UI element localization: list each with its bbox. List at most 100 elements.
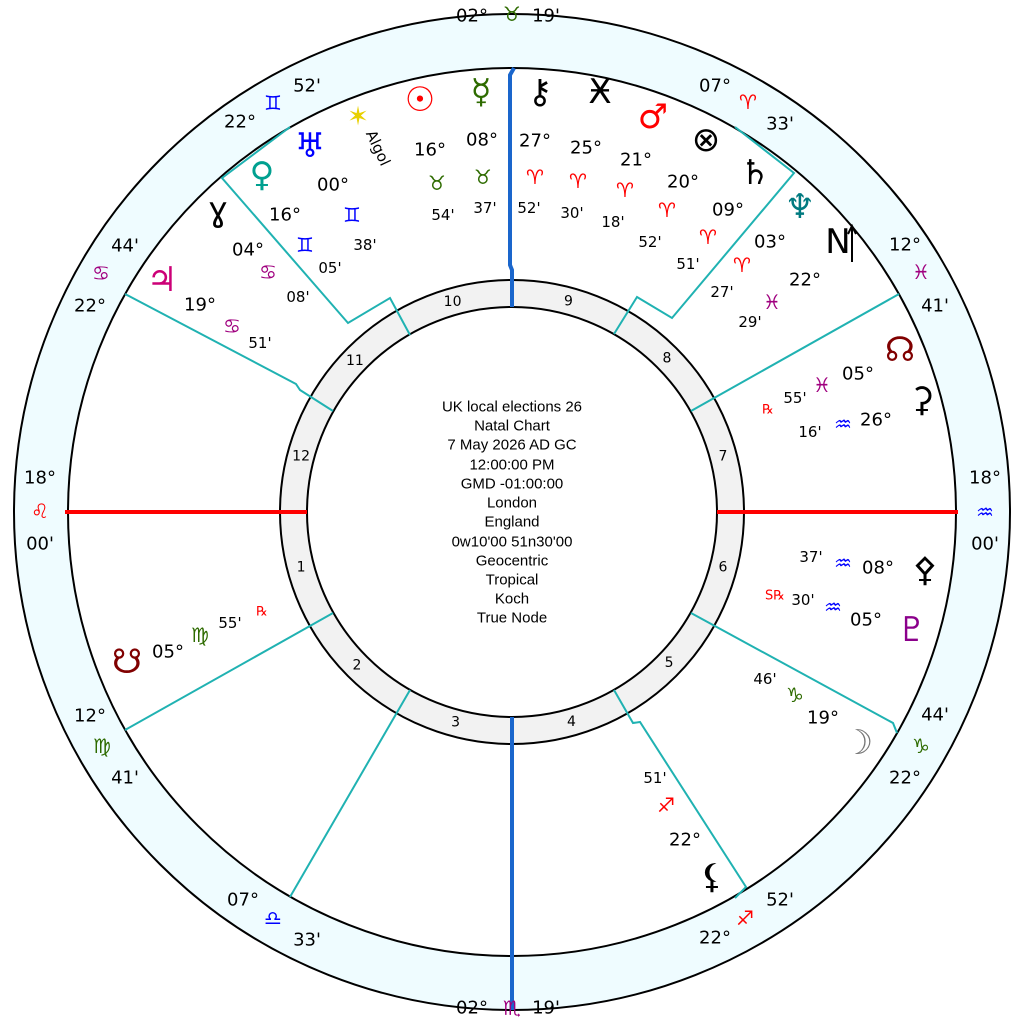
cusp-degree: 22°	[889, 768, 921, 789]
cusp-6-line	[690, 612, 898, 734]
house-number-8: 8	[663, 351, 672, 367]
cusp-label-3: 07° ♎ 33'	[227, 890, 321, 951]
planet-minute: 52'	[638, 233, 661, 251]
cusp-8-line	[690, 293, 900, 412]
cusp-label-12: 22° ♋ 44'	[74, 236, 139, 317]
cusp-degree: 02°	[456, 6, 488, 27]
planet-minute: 51'	[676, 255, 699, 273]
planet-uranus: ♅ 00° ♊ 38'	[295, 126, 377, 254]
cusp-degree: 18°	[969, 468, 1001, 489]
planet-neptune: ♆ 03° ♈ 27'	[710, 187, 815, 301]
cusp-degree: 22°	[224, 112, 256, 133]
saturn-icon: ♄	[740, 153, 770, 193]
cusp-degree: 22°	[699, 928, 731, 949]
aries-icon: ♈	[699, 225, 717, 249]
stationary-retrograde-icon: S℞	[765, 589, 785, 604]
planet-minor-body-4: ɣ 04° ♋ 08'	[208, 190, 310, 306]
capricorn-icon: ♑	[912, 734, 930, 758]
neptune-icon: ♆	[785, 187, 815, 227]
sagittarius-icon: ♐	[657, 793, 675, 817]
planet-minor-body-2: ⚳ 26° ♒ 16'	[798, 380, 934, 441]
chart-city: London	[487, 495, 537, 512]
cusp-label-dsc: 18° ♒ 00'	[969, 468, 1001, 555]
cusp-label-mc: 02° ♉ 19'	[456, 2, 560, 27]
planet-degree: 25°	[570, 138, 602, 159]
house-cusp-lines	[124, 126, 900, 899]
retrograde-icon: ℞	[762, 403, 774, 418]
planet-degree: 21°	[620, 150, 652, 171]
planet-degree: 20°	[667, 172, 699, 193]
taurus-icon: ♉	[428, 171, 446, 195]
scorpio-icon: ♏	[503, 996, 521, 1020]
house-number-5: 5	[665, 655, 674, 671]
planet-minute: 37'	[799, 548, 822, 566]
cusp-label-11: 22° ♊ 52'	[224, 76, 321, 133]
cusp-minute: 41'	[921, 296, 949, 317]
capricorn-icon: ♑	[786, 683, 804, 707]
planet-degree: 16°	[269, 205, 301, 226]
planet-degree: 00°	[317, 175, 349, 196]
cusp-label-5: 22° ♐ 52'	[699, 890, 794, 949]
house-number-3: 3	[451, 715, 460, 731]
cusp-minute: 00'	[971, 534, 999, 555]
chart-perspective: Geocentric	[476, 553, 549, 570]
minor-body-icon: Ӿ	[588, 72, 611, 112]
aries-icon: ♈	[739, 90, 757, 114]
pluto-icon: ♇	[897, 610, 927, 650]
planet-pluto: ♇ 05° ♒ 30' S℞	[765, 589, 927, 651]
house-number-12: 12	[292, 449, 310, 465]
cusp-label-8: 12° ♓ 41'	[889, 235, 949, 317]
cusp-minute: 41'	[111, 768, 139, 789]
house-number-9: 9	[564, 293, 573, 309]
cusp-minute: 33'	[766, 114, 794, 135]
virgo-icon: ♍	[93, 734, 111, 758]
planet-degree: 19°	[184, 295, 216, 316]
gemini-icon: ♊	[296, 233, 314, 257]
cusp-minute: 52'	[766, 890, 794, 911]
chart-house-system: Koch	[495, 591, 529, 608]
planet-minor-body-n: N 22° ♓ 29'	[738, 222, 857, 331]
planet-degree: 05°	[850, 610, 882, 631]
jupiter-icon: ♃	[147, 260, 177, 300]
retrograde-icon: ℞	[256, 605, 268, 620]
cusp-5-line	[613, 689, 748, 899]
planet-degree: 08°	[466, 130, 498, 151]
chart-zodiac: Tropical	[486, 572, 539, 589]
south-node-icon: ☋	[112, 642, 142, 682]
planet-minute: 27'	[710, 283, 733, 301]
planet-minute: 29'	[738, 313, 761, 331]
planet-minute: 05'	[318, 259, 341, 277]
venus-icon: ♀	[250, 155, 275, 195]
planet-moon: ☽ 19° ♑ 46'	[753, 670, 873, 763]
chart-info: UK local elections 26 Natal Chart 7 May …	[442, 399, 582, 627]
pisces-icon: ♓	[912, 260, 930, 284]
n-arrow-icon: N	[825, 222, 850, 262]
aquarius-icon: ♒	[824, 595, 842, 619]
cusp-9-line	[613, 126, 796, 335]
arrow-up-icon	[847, 223, 857, 262]
cusp-labels: 02° ♉ 19' 22° ♊ 52' 22° ♋ 44' 18° ♌ 00' …	[24, 2, 1001, 1020]
chart-date: 7 May 2026 AD GC	[447, 437, 576, 454]
sun-icon: ☉	[405, 80, 435, 120]
pisces-icon: ♓	[763, 290, 781, 314]
cusp-3-line	[289, 689, 411, 898]
planet-minute: 52'	[517, 199, 540, 217]
libra-icon: ♎	[264, 906, 282, 930]
cusp-minute: 44'	[111, 236, 139, 257]
cusp-minute: 44'	[921, 705, 949, 726]
minor-body-3-icon: ⚴	[913, 550, 938, 590]
planet-venus: ♀ 16° ♊ 05'	[250, 155, 342, 277]
planet-chiron: ⚷ 27° ♈ 52'	[517, 72, 552, 217]
house-number-7: 7	[718, 449, 727, 465]
chart-timezone: GMD -01:00:00	[461, 476, 564, 493]
chart-type: Natal Chart	[474, 418, 551, 435]
part-of-fortune-icon: ⊗	[692, 120, 721, 160]
aries-icon: ♈	[733, 253, 751, 277]
taurus-icon: ♉	[474, 165, 492, 189]
cusp-minute: 19'	[532, 998, 560, 1019]
house-number-4: 4	[567, 714, 576, 730]
mars-icon: ♂	[638, 97, 668, 137]
mc-axis-line	[508, 67, 516, 307]
lilith-icon: ⚸	[700, 857, 725, 897]
